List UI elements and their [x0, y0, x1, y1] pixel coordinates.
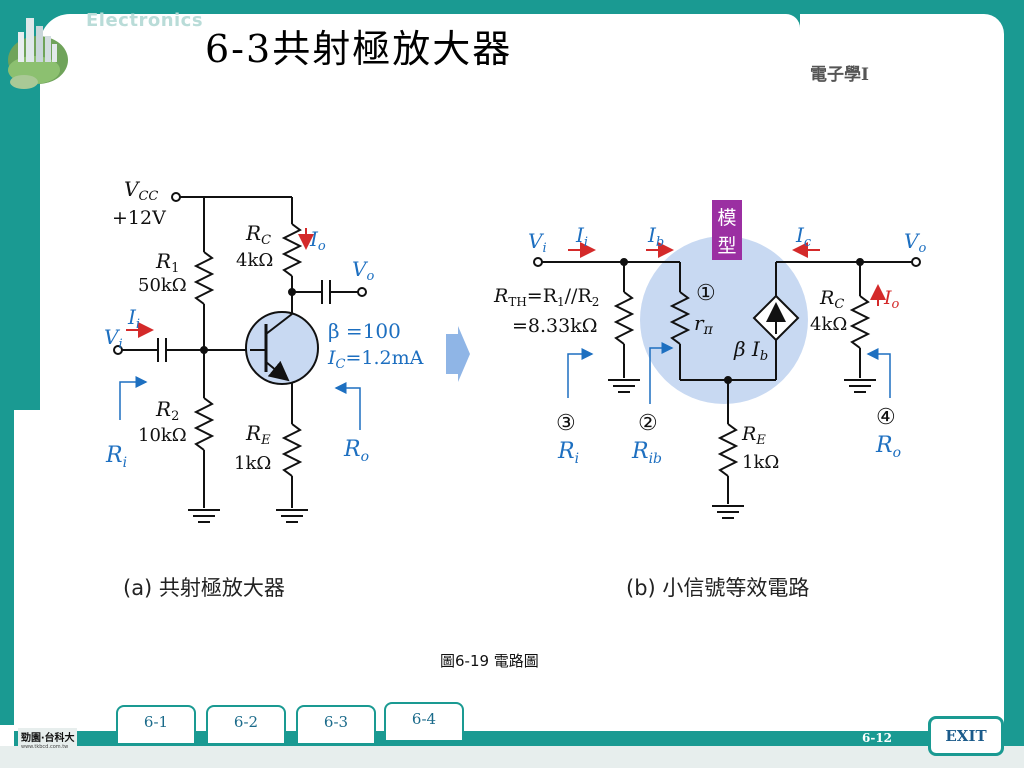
bjt-transistor	[245, 311, 319, 385]
r2-value: 10kΩ	[138, 425, 187, 446]
publisher-logo: 勁園‧台科大 www.tkbcd.com.tw	[18, 728, 78, 751]
r1-value: 50kΩ	[138, 275, 187, 296]
vi-terminal-b	[533, 257, 543, 267]
rc-resistor-b	[849, 295, 871, 349]
r1-label: R1	[155, 249, 179, 276]
ro-arrow-b	[866, 348, 891, 398]
caption-a: (a) 共射極放大器	[123, 576, 285, 600]
rth-value: =8.33kΩ	[512, 315, 598, 337]
r1-resistor	[193, 251, 215, 305]
city-globe-logo	[8, 18, 68, 89]
ib-label-b: Ib	[647, 223, 664, 250]
ro-label-a: Ro	[343, 437, 369, 465]
ic-label-b: Ic	[795, 223, 812, 250]
frame-right	[1004, 0, 1024, 580]
marker-4: ④	[876, 405, 896, 430]
source-label: β Ib	[733, 337, 768, 364]
r2-resistor	[193, 397, 215, 451]
marker-1: ①	[696, 281, 716, 306]
model-tag-char1: 模	[717, 207, 736, 229]
publisher-url: www.tkbcd.com.tw	[21, 744, 69, 750]
ro-arrow-a	[334, 382, 361, 430]
ri-label-a: Ri	[105, 443, 127, 471]
exit-button[interactable]: EXIT	[928, 716, 1004, 756]
re-resistor-b	[717, 423, 739, 477]
publisher-name: 勁園‧台科大	[21, 733, 75, 744]
tab-6-1[interactable]: 6-1	[116, 705, 196, 743]
re-value-a: 1kΩ	[234, 453, 271, 474]
circuit-b	[533, 257, 921, 519]
re-resistor-a	[281, 423, 303, 477]
vo-label-a: Vo	[352, 257, 374, 284]
beta-label: β =100	[328, 319, 401, 343]
circuit-a	[113, 192, 367, 523]
io-label-b: Io	[883, 287, 900, 312]
rpi-resistor	[669, 291, 691, 345]
rib-arrow-b	[649, 342, 674, 404]
vcc-value: +12V	[112, 207, 166, 229]
frame-left-lower	[0, 395, 14, 725]
ii-label-a: Ii	[127, 305, 140, 332]
re-label-a: RE	[245, 421, 271, 448]
vi-label-a: Vi	[104, 325, 123, 352]
rth-label: RTH=R1//R2	[493, 285, 599, 309]
rc-label-b: RC	[819, 287, 844, 312]
ro-label-b: Ro	[875, 433, 901, 461]
title-panel	[40, 14, 800, 88]
ic-label-a: IC=1.2mA	[327, 347, 424, 372]
re-value-b: 1kΩ	[742, 452, 779, 473]
vo-label-b: Vo	[904, 229, 926, 256]
rc-value-a: 4kΩ	[236, 250, 273, 271]
transition-arrow	[446, 326, 470, 382]
r2-label: R2	[155, 397, 179, 424]
model-bubble	[640, 236, 808, 404]
ri-label-b: Ri	[557, 439, 579, 467]
marker-2: ②	[638, 411, 658, 436]
vi-label-b: Vi	[528, 229, 547, 256]
vo-terminal-a	[357, 287, 367, 297]
content-area-lower	[14, 410, 996, 728]
marker-3: ③	[556, 411, 576, 436]
rc-value-b: 4kΩ	[810, 314, 847, 335]
rpi-label: rπ	[694, 311, 714, 338]
page-number: 6-12	[862, 731, 893, 745]
figure-caption: 圖6-19 電路圖	[440, 652, 539, 670]
ii-label-b: Ii	[575, 223, 588, 250]
footer-strip	[0, 746, 1024, 768]
vo-terminal-b	[911, 257, 921, 267]
tab-6-2[interactable]: 6-2	[206, 705, 286, 743]
tab-6-4[interactable]: 6-4	[384, 702, 464, 740]
rib-label-b: Rib	[631, 439, 662, 467]
subject-label: 電子學I	[810, 65, 869, 85]
model-tag	[712, 200, 742, 260]
rc-resistor-a	[281, 223, 303, 277]
rc-label-a: RC	[245, 221, 271, 248]
vcc-label: VCC	[124, 177, 158, 204]
model-tag-char2: 型	[717, 235, 736, 257]
tab-6-3[interactable]: 6-3	[296, 705, 376, 743]
ri-arrow-a	[119, 376, 148, 420]
page-title: 6-3共射極放大器	[205, 27, 513, 71]
io-label-a: Io	[309, 227, 326, 254]
re-label-b: RE	[741, 423, 766, 448]
vcc-terminal	[171, 192, 181, 202]
rth-resistor	[613, 291, 635, 345]
brand-label: Electronics	[86, 10, 204, 31]
subject-panel	[800, 14, 1004, 88]
caption-b: (b) 小信號等效電路	[626, 576, 810, 600]
ri-arrow-b	[567, 348, 594, 398]
